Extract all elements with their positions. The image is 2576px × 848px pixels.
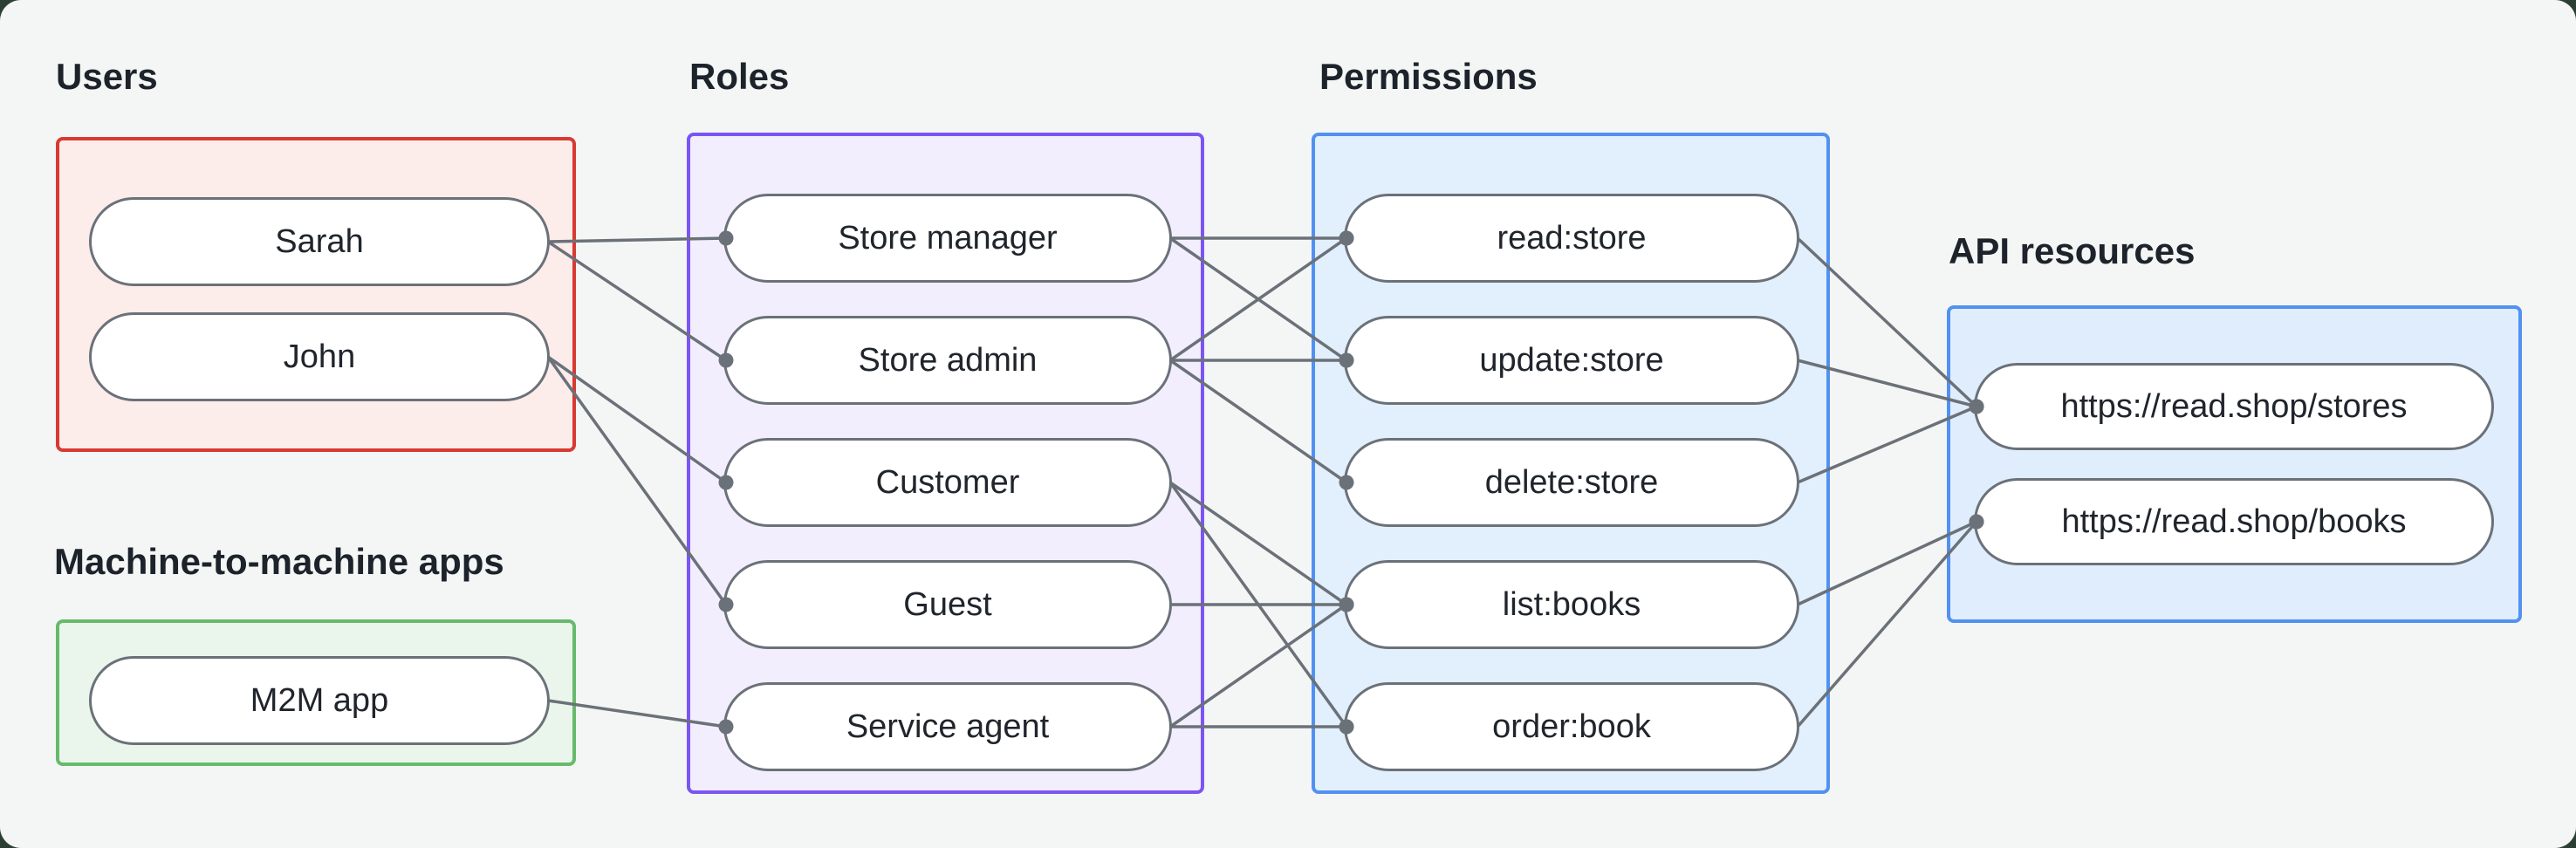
m2m-app-node: M2M app <box>89 656 550 745</box>
api-resources-group-box <box>1947 305 2522 623</box>
permission-node-list-books: list:books <box>1344 560 1799 649</box>
api-resources-group-label: API resources <box>1949 230 2196 271</box>
permission-node-delete-store: delete:store <box>1344 438 1799 527</box>
users-group-box <box>56 137 576 452</box>
m2m-apps-group-label: Machine-to-machine apps <box>54 541 504 582</box>
api-resource-node-books-url: https://read.shop/books <box>1974 478 2494 565</box>
role-node-customer: Customer <box>723 438 1172 527</box>
role-node-store-admin: Store admin <box>723 316 1172 405</box>
role-node-guest: Guest <box>723 560 1172 649</box>
users-group-label: Users <box>56 56 158 97</box>
permission-node-order-book: order:book <box>1344 682 1799 771</box>
user-node-sarah: Sarah <box>89 197 550 286</box>
role-node-store-manager: Store manager <box>723 194 1172 283</box>
api-resource-node-stores-url: https://read.shop/stores <box>1974 363 2494 450</box>
role-node-service-agent: Service agent <box>723 682 1172 771</box>
permission-node-update-store: update:store <box>1344 316 1799 405</box>
user-node-john: John <box>89 312 550 401</box>
roles-group-label: Roles <box>689 56 790 97</box>
permission-node-read-store: read:store <box>1344 194 1799 283</box>
permissions-group-label: Permissions <box>1319 56 1538 97</box>
